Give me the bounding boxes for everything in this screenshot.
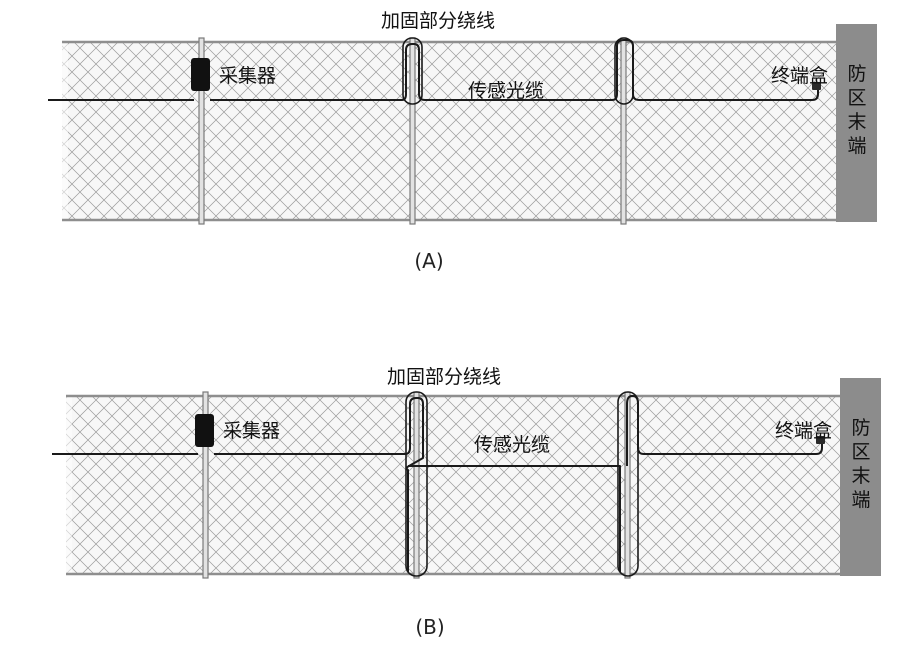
zone-end-char: 端 xyxy=(851,489,870,511)
fence-mesh-b xyxy=(66,396,840,574)
zone-end-wall-a xyxy=(836,24,877,222)
terminal-box-label-a: 终端盒 xyxy=(771,65,828,87)
reinforced-label-b: 加固部分绕线 xyxy=(387,366,501,388)
zone-end-char: 端 xyxy=(847,135,866,157)
terminal-box-label-b: 终端盒 xyxy=(775,420,832,442)
zone-end-wall-b xyxy=(840,378,881,576)
fence-fade-a xyxy=(44,42,68,220)
collector-label-b: 采集器 xyxy=(223,420,280,442)
zone-end-char: 区 xyxy=(847,87,866,109)
cable-label-b: 传感光缆 xyxy=(474,434,550,456)
fence-post-a-2 xyxy=(409,37,416,225)
zone-end-char: 区 xyxy=(851,441,870,463)
panel-a: 防区末端 加固部分绕线 采集器 传感光缆 终端盒 (A) xyxy=(44,10,877,273)
fence-mesh-a xyxy=(62,42,836,220)
collector-device-a xyxy=(191,58,210,91)
reinforced-wrap-a-1 xyxy=(402,37,423,105)
fence-post-a-3 xyxy=(620,37,627,225)
terminal-box-a xyxy=(812,82,821,90)
zone-end-char: 防 xyxy=(851,417,870,439)
fence-post-b-2 xyxy=(413,391,420,579)
reinforced-wrap-b-1 xyxy=(405,391,428,577)
reinforced-label-a: 加固部分绕线 xyxy=(381,10,495,32)
zone-end-char: 末 xyxy=(851,465,870,487)
caption-b: (B) xyxy=(415,615,444,639)
caption-a: (A) xyxy=(414,249,443,273)
sensing-cable-b xyxy=(52,395,823,572)
zone-end-char: 防 xyxy=(847,63,866,85)
collector-device-b xyxy=(195,414,214,447)
cable-label-a: 传感光缆 xyxy=(468,80,544,102)
fence-fade-b xyxy=(48,396,72,574)
zone-end-label-b: 防区末端 xyxy=(851,417,870,511)
reinforced-wrap-b-2 xyxy=(617,391,639,577)
zone-end-char: 末 xyxy=(847,111,866,133)
fence-post-b-1 xyxy=(202,391,209,579)
panel-b: 防区末端 加固部分绕线 采集器 传感光缆 终端盒 (B) xyxy=(48,366,881,639)
zone-end-label-a: 防区末端 xyxy=(847,63,866,157)
terminal-box-b xyxy=(816,436,825,444)
collector-label-a: 采集器 xyxy=(219,65,276,87)
fence-post-a-1 xyxy=(198,37,205,225)
reinforced-wrap-a-2 xyxy=(614,37,634,105)
